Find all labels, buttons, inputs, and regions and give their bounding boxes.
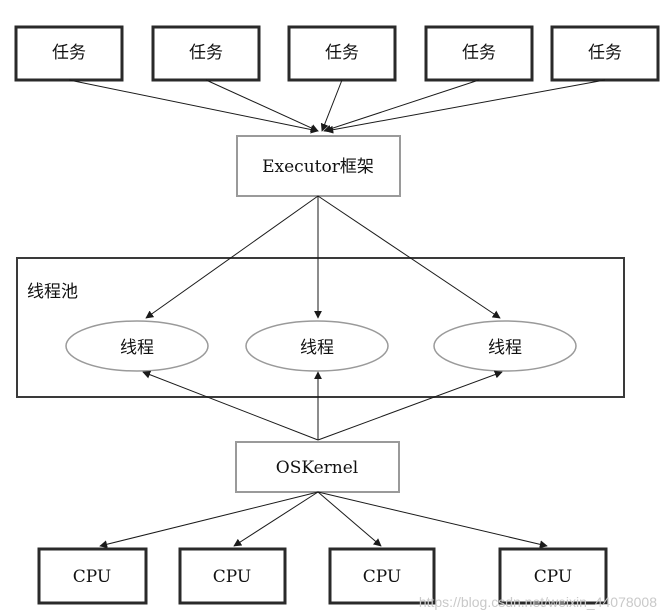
arrow-task4-executor xyxy=(323,79,480,133)
cpu-label: CPU xyxy=(73,567,111,587)
arrow-kernel-cpu2 xyxy=(233,491,319,547)
arrow-kernel-cpu1 xyxy=(99,491,319,549)
thread-node-2: 线程 xyxy=(245,320,389,372)
task-label: 任务 xyxy=(462,43,496,63)
task-box-5: 任务 xyxy=(550,25,660,82)
arrow-kernel-cpu3 xyxy=(317,491,382,547)
arrow-task5-executor xyxy=(325,79,606,134)
cpu-label: CPU xyxy=(213,567,251,587)
thread-label: 线程 xyxy=(120,338,154,358)
thread-label: 线程 xyxy=(488,338,522,358)
os-kernel-label: OSKernel xyxy=(276,458,358,478)
arrow-kernel-cpu4 xyxy=(317,491,548,549)
task-label: 任务 xyxy=(52,43,86,63)
executor-label: Executor框架 xyxy=(262,157,374,177)
task-box-1: 任务 xyxy=(14,25,124,82)
cpu-label: CPU xyxy=(363,567,401,587)
task-label: 任务 xyxy=(325,43,359,63)
cpu-box-2: CPU xyxy=(178,547,287,605)
os-kernel-box: OSKernel xyxy=(235,441,400,493)
task-box-4: 任务 xyxy=(424,25,534,82)
arrow-executor-thread3 xyxy=(317,195,501,319)
task-label: 任务 xyxy=(588,43,622,63)
thread-node-3: 线程 xyxy=(433,320,577,372)
arrow-executor-thread1 xyxy=(145,195,319,319)
cpu-box-3: CPU xyxy=(328,547,436,605)
executor-box: Executor框架 xyxy=(236,135,401,197)
thread-node-1: 线程 xyxy=(65,320,209,372)
task-box-2: 任务 xyxy=(151,25,261,82)
thread-label: 线程 xyxy=(300,338,334,358)
task-label: 任务 xyxy=(189,43,223,63)
cpu-label: CPU xyxy=(534,567,572,587)
arrow-kernel-thread3 xyxy=(317,370,503,441)
thread-pool-label: 线程池 xyxy=(27,282,78,302)
cpu-box-4: CPU xyxy=(498,547,608,605)
cpu-box-1: CPU xyxy=(37,547,148,605)
arrow-task2-executor xyxy=(205,79,319,132)
watermark-text: https://blog.csdn.net/weixin_44078008 xyxy=(418,594,657,610)
arrow-task1-executor xyxy=(68,79,319,134)
arrow-task3-executor xyxy=(320,79,343,132)
arrow-kernel-thread1 xyxy=(142,370,319,441)
task-box-3: 任务 xyxy=(287,25,397,82)
